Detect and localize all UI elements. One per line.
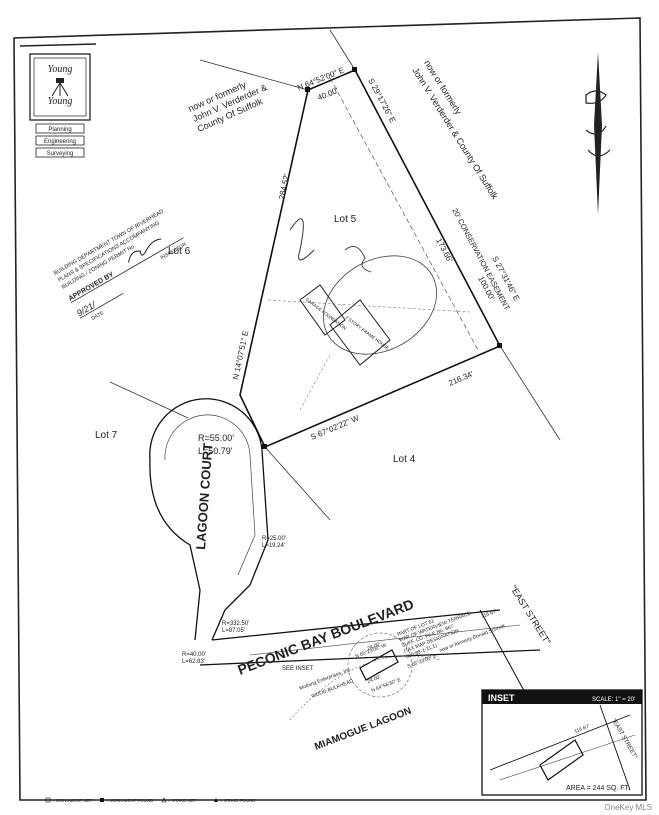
inset-area: AREA = 244 SQ. FT. [566, 785, 630, 792]
logo-service-2: Engineering [44, 139, 76, 145]
approval-stamp: BUILDING DEPARTMENT TOWN OF RIVERHEAD PL… [53, 209, 188, 322]
lot-7-label: Lot 7 [95, 430, 118, 441]
legend-monument-set: = MONUMENT SET [52, 798, 93, 803]
lot-6-label: Lot 6 [168, 246, 191, 257]
curve3-radius: R=332.50' [222, 621, 249, 627]
bearing-west: N 14°07'51" E [231, 330, 250, 381]
lagoon-parcel: SEE INSET PART OF LOT 61 MAP OF WATERVIE… [282, 609, 506, 753]
note-dist-1: 24.00' [367, 641, 382, 651]
distance-north: 40.00' [316, 86, 340, 103]
miamogue-label: MIAMOGUE LAGOON [313, 706, 413, 753]
house-label: 2 STORY FRAME HOUSE [344, 315, 390, 351]
conservation-easement: 20' CONSERVATION EASEMENT [450, 207, 512, 312]
lagoon-court-label: LAGOON COURT [193, 442, 215, 550]
note-dist-3: 24.00' [367, 674, 382, 684]
monument-found-icon [100, 798, 104, 802]
peconic-label: PECONIC BAY BOULEVARD [235, 596, 416, 678]
lagoon-court: LAGOON COURT R=55.00' L=50.79' R=25.00' … [149, 398, 286, 665]
logo: Young Young Planning Engineering Surveyi… [19, 43, 97, 158]
parcel-boundary [239, 67, 502, 449]
curve4-radius: R=40.00' [182, 652, 206, 658]
legend-stake-set: = STAKE SET [168, 798, 197, 803]
stake-found-icon [214, 798, 218, 802]
distance-south: 216.34' [447, 369, 475, 388]
north-arrow-icon [585, 52, 611, 215]
inset-scale: SCALE: 1" = 20' [592, 697, 635, 703]
logo-name-2: Young [48, 96, 73, 107]
curve2-radius: R=25.00' [262, 536, 286, 542]
tripod-icon [51, 78, 69, 97]
logo-service-1: Planning [48, 127, 71, 133]
east-street-label: "EAST STREET" [508, 584, 552, 647]
lot-4-label: Lot 4 [393, 454, 416, 465]
curve-length: L=50.79' [198, 446, 233, 456]
logo-service-3: Surveying [47, 151, 74, 157]
inset-dist: 116.67' [574, 724, 591, 735]
lot-5-label: Lot 5 [334, 214, 357, 225]
note-dist-right: 116.67' [481, 609, 498, 620]
stamp-date-label: DATE [91, 310, 106, 322]
stamp-line-1: BUILDING DEPARTMENT TOWN OF RIVERHEAD [53, 209, 165, 277]
curve-radius: R=55.00' [198, 433, 234, 443]
bearing-north: N 64°52'00" E [296, 65, 346, 92]
adjacent-lot-lines [109, 29, 561, 521]
owner-north: now or formerly John V. Verderder & Coun… [187, 79, 269, 134]
monument-set-icon [45, 797, 51, 803]
owner-east: now or formerly John V. Verderder & Coun… [410, 58, 500, 202]
sheet-border [13, 17, 647, 801]
stamp-approved-label: APPROVED BY [68, 271, 116, 303]
curve3-length: L=87.05' [222, 628, 245, 634]
watermark: OneKey MLS [604, 803, 652, 812]
legend: = MONUMENT SET = MONUMENT FOUND = STAKE … [45, 797, 256, 803]
logo-name-1: Young [48, 64, 73, 75]
owner-east-2: John V. Verderder & County Of Suffolk [410, 66, 500, 202]
legend-stake-found: = STAKE FOUND [220, 798, 256, 803]
distance-west: 284.52' [277, 173, 291, 201]
curve2-length: L=19.24' [262, 543, 285, 549]
curve4-length: L=62.83' [182, 659, 205, 665]
inset-title: INSET [488, 693, 515, 703]
legend-monument-found: = MONUMENT FOUND [106, 798, 154, 803]
inset-box: INSET SCALE: 1" = 20' "EAST STREET" 116.… [481, 689, 643, 796]
see-inset-label: SEE INSET [282, 666, 314, 672]
stake-set-icon [161, 797, 167, 803]
distance-ne: 173.66' [434, 237, 454, 265]
